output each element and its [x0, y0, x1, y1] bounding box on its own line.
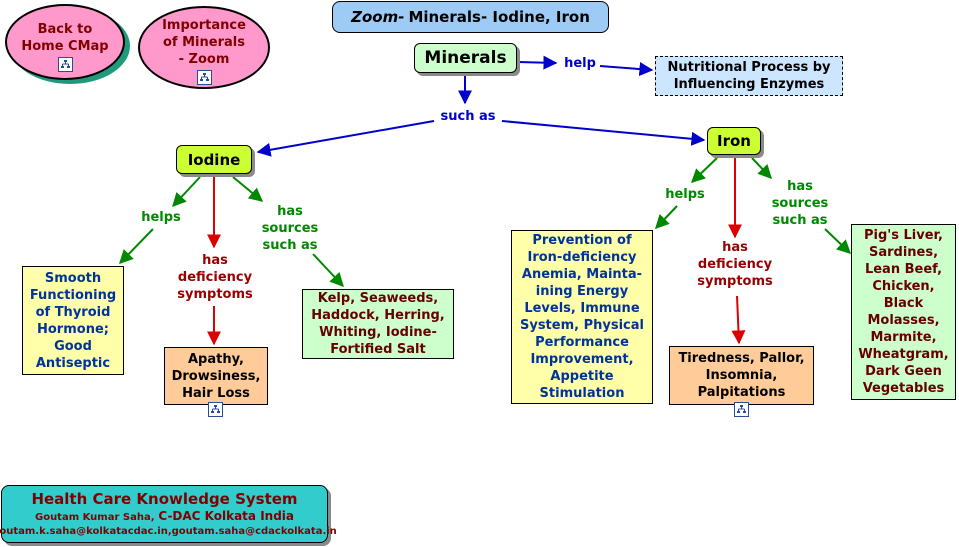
importance-of-minerals-zoom-button[interactable]: Importance of Minerals - Zoom: [138, 6, 270, 89]
link-iron-helps: helps: [665, 187, 705, 202]
concept-nutritional-process[interactable]: Nutritional Process by Influencing Enzym…: [655, 56, 843, 96]
concept-iron-sources[interactable]: Pig's Liver, Sardines, Lean Beef, Chicke…: [851, 224, 956, 400]
importance-label: Importance of Minerals - Zoom: [162, 17, 246, 67]
concept-thyroid-function[interactable]: Smooth Functioning of Thyroid Hormone; G…: [22, 266, 124, 375]
line-iodine-sources: [232, 176, 264, 202]
link-iodine-deficiency: has deficiency symptoms: [177, 253, 253, 302]
line-suchas-iron: [501, 120, 706, 146]
concept-iron-label: Iron: [717, 132, 751, 150]
footer-author-name: Goutam Kumar Saha,: [34, 512, 155, 523]
concept-iron-symptoms-label: Tiredness, Pallor, Insomnia, Palpitation…: [678, 351, 805, 400]
concept-iron[interactable]: Iron: [707, 127, 761, 155]
title-zoom-prefix: Zoom-: [351, 8, 405, 26]
footer-emails: goutam.k.saha@kolkatacdac.in,goutam.saha…: [0, 526, 337, 537]
concept-minerals[interactable]: Minerals: [414, 43, 517, 73]
concept-iron-symptoms[interactable]: Tiredness, Pallor, Insomnia, Palpitation…: [669, 346, 814, 405]
line-sources-pigsliver: [824, 228, 852, 254]
page-title: Zoom- Minerals- Iodine, Iron: [332, 1, 609, 33]
link-help: help: [564, 56, 596, 71]
footer-credits[interactable]: Health Care Knowledge System Goutam Kuma…: [0, 485, 337, 543]
line-suchas-iodine: [256, 120, 435, 157]
line-deficiency-tiredness: [731, 295, 746, 345]
back-home-cmap-button[interactable]: Back to Home CMap: [5, 4, 125, 80]
concept-iron-benefits[interactable]: Prevention of Iron-deficiency Anemia, Ma…: [511, 230, 653, 404]
line-helps-prevention: [655, 205, 678, 230]
line-iodine-helps: [172, 176, 201, 208]
link-such-as: such as: [440, 109, 496, 124]
link-iron-sources: has sources such as: [771, 179, 829, 228]
concept-iron-benefits-label: Prevention of Iron-deficiency Anemia, Ma…: [519, 233, 644, 401]
concept-iodine[interactable]: Iodine: [176, 145, 252, 174]
concept-iron-sources-label: Pig's Liver, Sardines, Lean Beef, Chicke…: [858, 228, 949, 396]
footer-org: C-DAC Kolkata India: [158, 509, 294, 523]
concept-iodine-label: Iodine: [187, 150, 241, 169]
footer-system-name: Health Care Knowledge System: [31, 490, 298, 508]
link-iodine-helps: helps: [141, 210, 181, 225]
cmap-resource-icon[interactable]: [57, 56, 73, 72]
concept-thyroid-function-label: Smooth Functioning of Thyroid Hormone; G…: [29, 270, 117, 371]
line-help-nutritional: [599, 62, 654, 77]
line-minerals-help: [517, 55, 558, 70]
concept-nutritional-process-label: Nutritional Process by Influencing Enzym…: [667, 60, 831, 92]
concept-iodine-sources-label: Kelp, Seaweeds, Haddock, Herring, Whitin…: [311, 291, 445, 357]
concept-apathy-symptoms-label: Apathy, Drowsiness, Hair Loss: [171, 351, 261, 401]
line-helps-thyroid: [119, 228, 154, 265]
link-iron-deficiency: has deficiency symptoms: [697, 240, 773, 289]
concept-iodine-sources[interactable]: Kelp, Seaweeds, Haddock, Herring, Whitin…: [302, 289, 454, 359]
line-sources-kelp: [312, 253, 344, 288]
title-text: Minerals- Iodine, Iron: [408, 8, 590, 26]
concept-minerals-label: Minerals: [424, 48, 507, 68]
concept-apathy-symptoms[interactable]: Apathy, Drowsiness, Hair Loss: [164, 347, 268, 405]
link-iodine-sources: has sources such as: [261, 204, 319, 253]
line-iron-sources: [751, 157, 772, 180]
cmap-resource-icon[interactable]: [208, 402, 223, 417]
back-home-label: Back to Home CMap: [21, 21, 109, 54]
cmap-resource-icon[interactable]: [196, 69, 212, 85]
line-iron-helps: [690, 157, 718, 183]
cmap-resource-icon[interactable]: [734, 402, 749, 417]
footer-author-line: Goutam Kumar Saha, C-DAC Kolkata India: [35, 509, 294, 525]
